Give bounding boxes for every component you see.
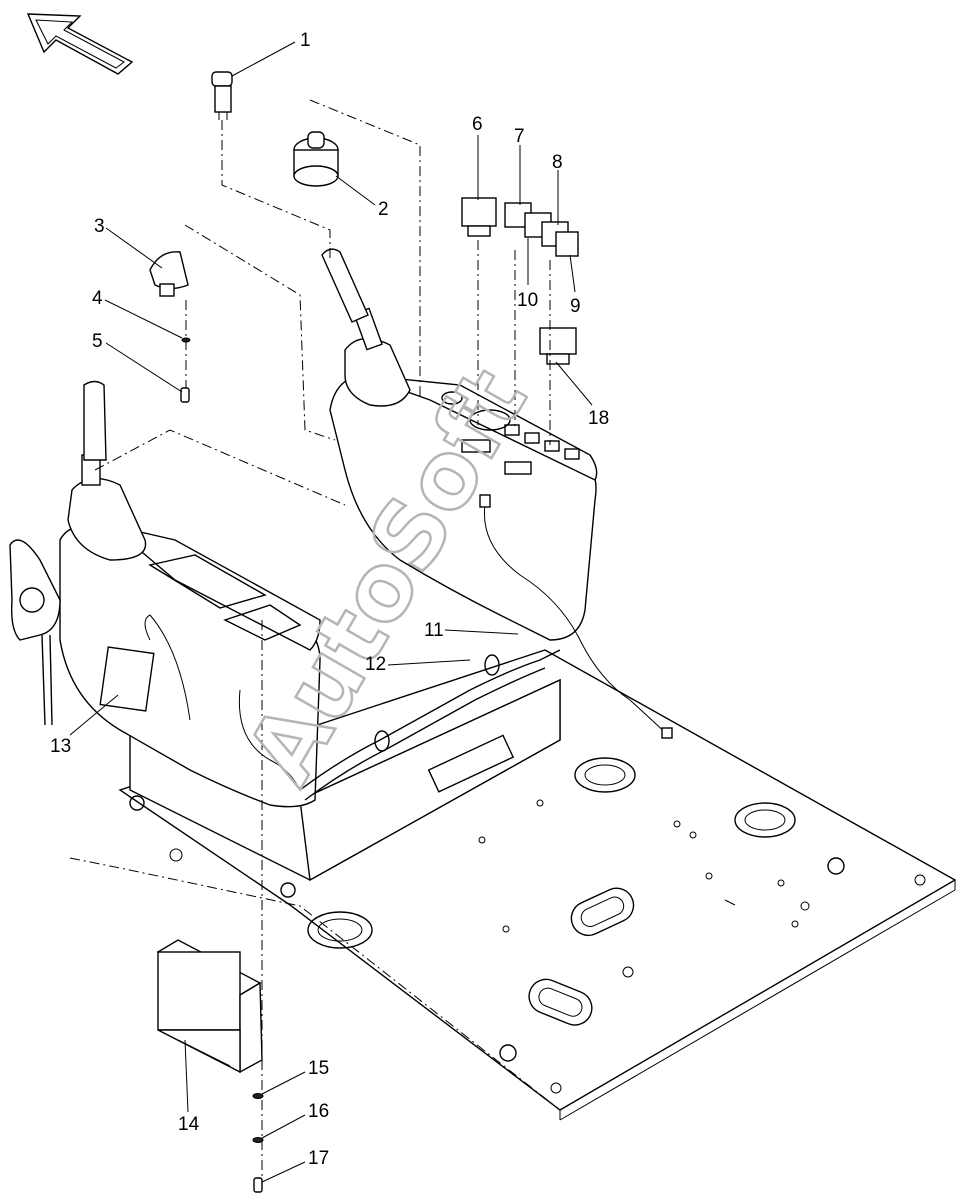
callout-11: 11 (424, 620, 444, 641)
callout-16: 16 (308, 1101, 329, 1122)
callout-15: 15 (308, 1058, 329, 1079)
part-14-controller (156, 939, 263, 1074)
callout-18: 18 (588, 408, 609, 429)
callout-12: 12 (365, 654, 386, 675)
callout-17: 17 (308, 1148, 329, 1169)
part-18-rocker-switch (539, 327, 577, 365)
part-5-bolt (180, 387, 190, 403)
right-console (321, 248, 673, 739)
part-1-push-button (211, 71, 233, 120)
callout-13: 13 (50, 736, 71, 757)
callout-8: 8 (552, 152, 563, 173)
front-direction-arrow-icon (26, 13, 134, 75)
part-15-16-17-fasteners (252, 1093, 264, 1193)
part-7-10-8-9-rocker-switches (504, 202, 579, 257)
callout-6: 6 (472, 114, 483, 135)
part-6-rocker-switch (461, 197, 497, 237)
assembly-lines (94, 99, 551, 1180)
callout-10: 10 (517, 290, 538, 311)
callout-9: 9 (570, 296, 581, 317)
callout-14: 14 (178, 1114, 200, 1135)
callout-labels: 1 2 3 4 5 6 7 8 9 10 11 12 13 14 15 16 1… (50, 30, 609, 1169)
part-3-cover (149, 251, 189, 297)
callout-1: 1 (300, 30, 311, 51)
callout-2: 2 (378, 199, 389, 220)
leader-lines (69, 41, 593, 1183)
part-2-key-switch (293, 131, 339, 187)
callout-7: 7 (514, 126, 525, 147)
wiring-harness (299, 649, 561, 801)
callout-4: 4 (92, 288, 103, 309)
callout-3: 3 (94, 216, 105, 237)
callout-5: 5 (92, 331, 103, 352)
